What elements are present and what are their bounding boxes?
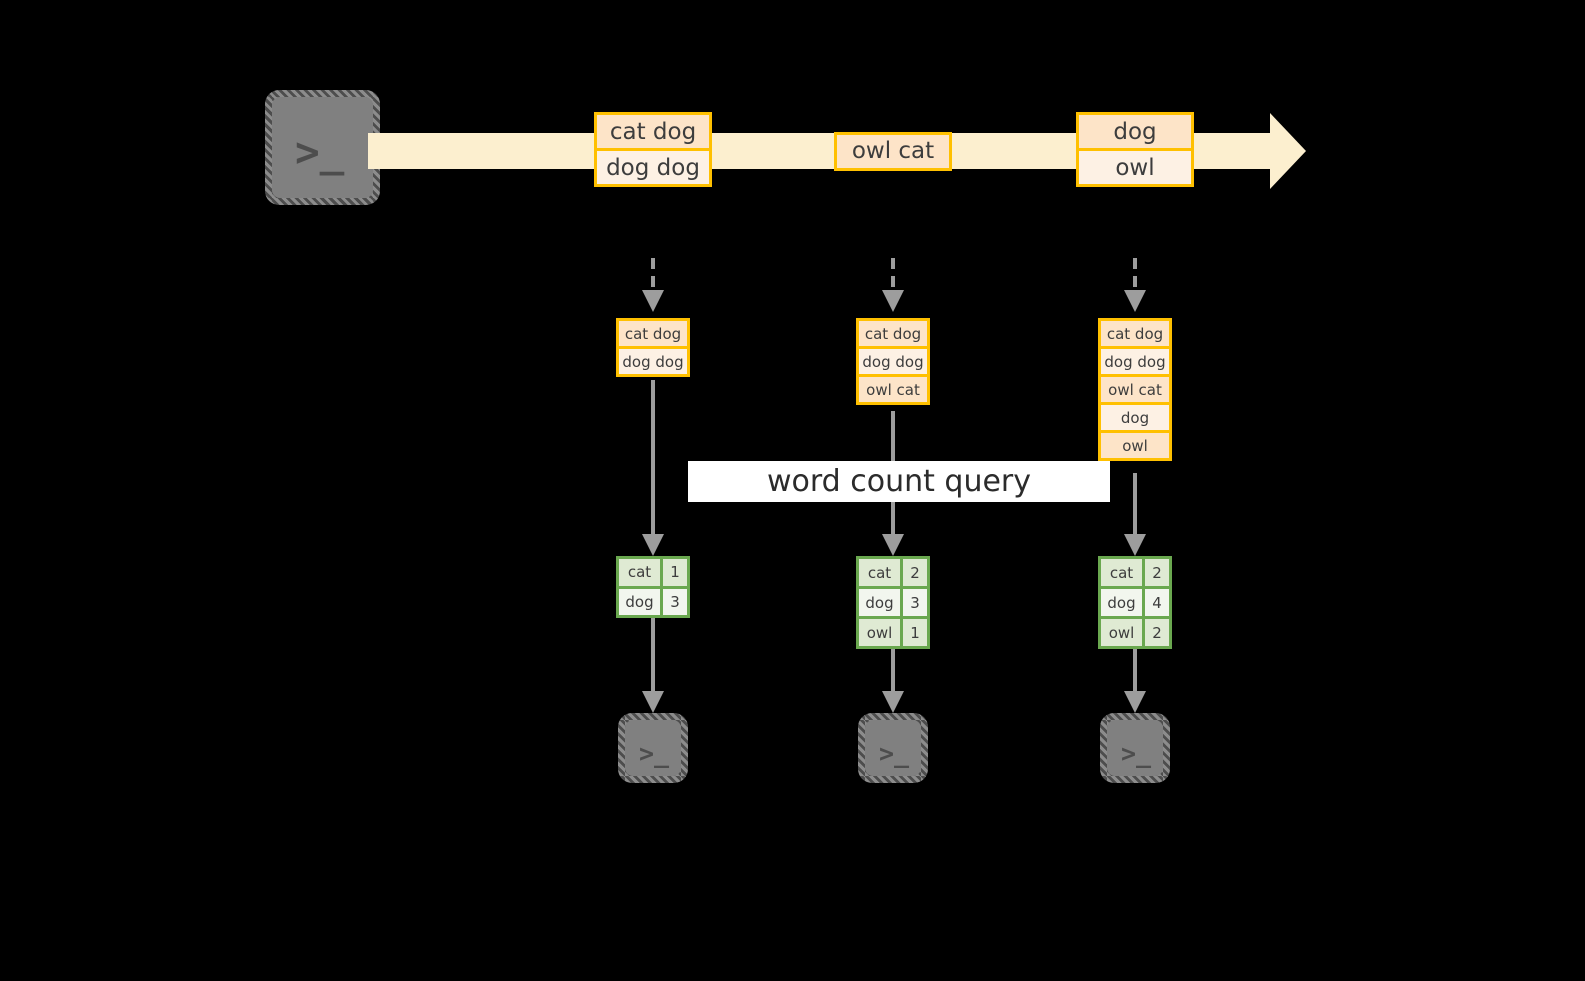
terminal-screen — [272, 97, 373, 198]
dashed-feed-arrowhead — [1124, 290, 1146, 312]
sink-terminal-icon: >_ — [1100, 713, 1170, 783]
dashed-feed-line — [1133, 258, 1137, 290]
source-terminal-icon: >_ — [265, 90, 380, 205]
count-cell: 3 — [663, 588, 687, 615]
input-row: cat dog — [616, 318, 690, 349]
input-row: owl cat — [856, 374, 930, 405]
timeline-record-row: cat dog — [594, 112, 712, 151]
terminal-prompt-glyph: >_ — [879, 739, 910, 768]
sink-terminal-icon: >_ — [858, 713, 928, 783]
input-row: owl cat — [1098, 374, 1172, 405]
input-row: cat dog — [856, 318, 930, 349]
count-cell: 4 — [1145, 589, 1169, 616]
sink-connector-line — [651, 618, 655, 691]
dashed-feed-arrowhead — [882, 290, 904, 312]
word-cell: owl — [1101, 619, 1145, 646]
timeline-record-row: dog dog — [594, 148, 712, 187]
sink-connector-line — [1133, 649, 1137, 691]
word-cell: owl — [859, 619, 903, 646]
terminal-prompt-glyph: >_ — [639, 739, 670, 768]
timeline-record-row: owl cat — [834, 131, 952, 171]
sink-connector-line — [891, 649, 895, 691]
count-cell: 2 — [1145, 559, 1169, 586]
word-cell: cat — [1101, 559, 1145, 586]
input-row: dog — [1098, 402, 1172, 433]
input-row: cat dog — [1098, 318, 1172, 349]
input-row: dog dog — [856, 346, 930, 377]
terminal-screen — [865, 720, 921, 776]
count-cell: 1 — [903, 619, 927, 646]
sink-connector-arrowhead — [1124, 691, 1146, 713]
word-cell: dog — [859, 589, 903, 616]
query-connector-arrowhead — [1124, 534, 1146, 556]
word-cell: dog — [619, 588, 663, 615]
query-connector-arrowhead — [882, 534, 904, 556]
timeline-arrowhead — [1270, 113, 1306, 189]
input-row: dog dog — [1098, 346, 1172, 377]
dashed-feed-line — [891, 258, 895, 290]
query-label: word count query — [688, 461, 1110, 502]
timeline-record-row: owl — [1076, 148, 1194, 187]
sink-connector-arrowhead — [642, 691, 664, 713]
count-cell: 1 — [663, 559, 687, 586]
query-connector-arrowhead — [642, 534, 664, 556]
word-cell: dog — [1101, 589, 1145, 616]
count-cell: 2 — [1145, 619, 1169, 646]
query-connector-line — [1133, 473, 1137, 534]
count-cell: 3 — [903, 589, 927, 616]
query-connector-line — [651, 380, 655, 534]
dashed-feed-arrowhead — [642, 290, 664, 312]
terminal-prompt-glyph: >_ — [295, 127, 345, 176]
timeline-record-row: dog — [1076, 112, 1194, 151]
word-cell: cat — [859, 559, 903, 586]
timeline-record-group: owl cat — [834, 131, 952, 171]
terminal-screen — [1107, 720, 1163, 776]
sink-terminal-icon: >_ — [618, 713, 688, 783]
terminal-prompt-glyph: >_ — [1121, 739, 1152, 768]
count-cell: 2 — [903, 559, 927, 586]
sink-connector-arrowhead — [882, 691, 904, 713]
dashed-feed-line — [651, 258, 655, 290]
input-row: dog dog — [616, 346, 690, 377]
terminal-screen — [625, 720, 681, 776]
input-row: owl — [1098, 430, 1172, 461]
word-cell: cat — [619, 559, 663, 586]
